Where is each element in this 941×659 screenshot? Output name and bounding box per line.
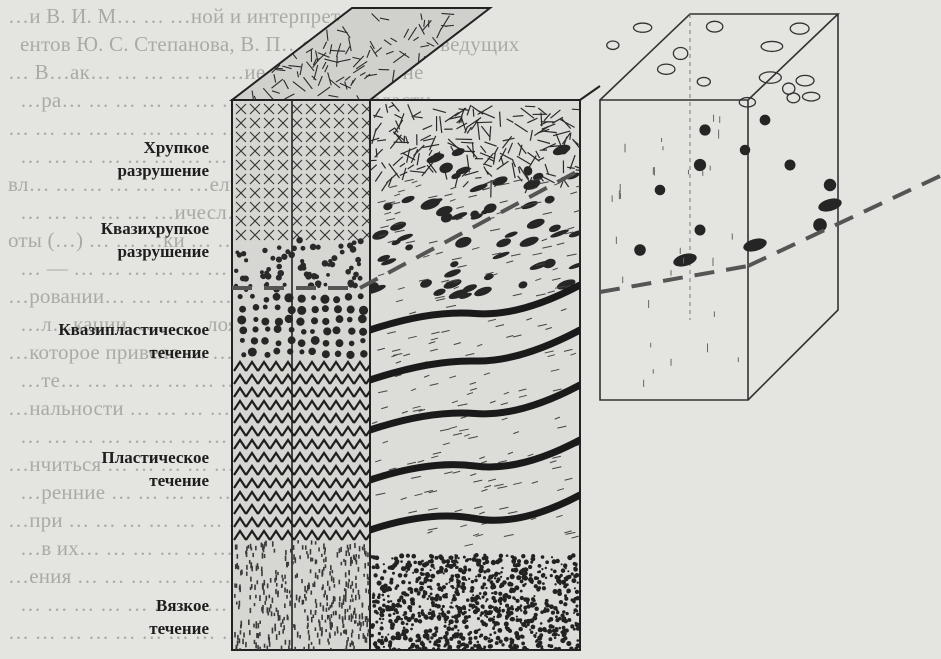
zone-label-viscous-line1: Вязкое [149, 594, 209, 617]
zone-label-plastic-line1: Пластическое [102, 446, 209, 469]
zone-label-quasibrittle-line1: Квазихрупкое [101, 217, 209, 240]
zone-label-brittle-line1: Хрупкое [117, 136, 209, 159]
zone-label-brittle-line2: разрушение [117, 159, 209, 182]
zone-label-plastic: Пластическое течение [102, 446, 209, 492]
small-block [600, 14, 843, 400]
main-block [232, 8, 600, 654]
main-block-top-face [232, 8, 490, 100]
zone-label-brittle: Хрупкое разрушение [117, 136, 209, 182]
zone-label-plastic-line2: течение [102, 469, 209, 492]
zone-label-quasiplastic-line1: Квазипластическое [58, 318, 209, 341]
main-block-back-edge [580, 86, 600, 100]
zone-label-quasiplastic-line2: течение [58, 341, 209, 364]
zone-label-quasibrittle-line2: разрушение [101, 240, 209, 263]
zone-label-viscous-line2: течение [149, 617, 209, 640]
small-block-outline [600, 14, 838, 400]
zone-label-viscous: Вязкое течение [149, 594, 209, 640]
zone-label-quasiplastic: Квазипластическое течение [58, 318, 209, 364]
small-block-inclusions [607, 21, 843, 387]
zone-label-quasibrittle: Квазихрупкое разрушение [101, 217, 209, 263]
